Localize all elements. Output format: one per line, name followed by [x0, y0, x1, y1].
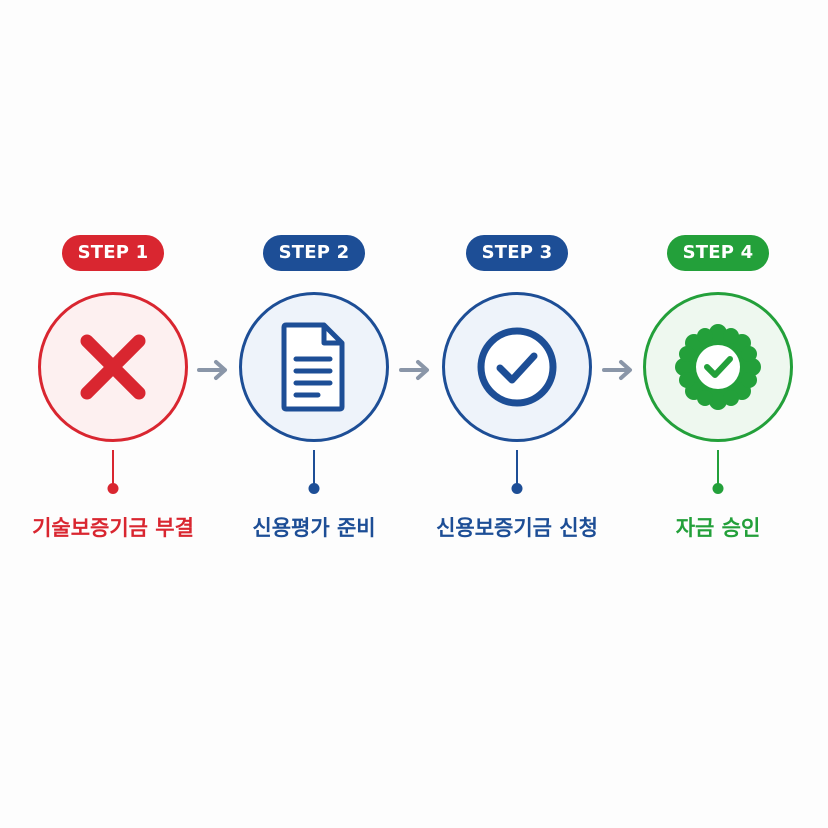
connector-stem	[516, 450, 518, 486]
step-label: 자금 승인	[675, 516, 761, 540]
connector-dot	[712, 483, 724, 494]
connector-dot	[107, 483, 119, 494]
step-label: 신용보증기금 신청	[436, 516, 598, 540]
step-badge: STEP 2	[263, 235, 365, 271]
step-2: STEP 2 신용평가 준비	[224, 0, 404, 828]
step-1-circle	[38, 292, 188, 442]
step-badge: STEP 4	[667, 235, 769, 271]
document-icon	[281, 322, 345, 412]
step-label: 기술보증기금 부결	[32, 516, 194, 540]
step-3-circle	[442, 292, 592, 442]
arrow-right-icon	[602, 360, 632, 380]
connector-stem	[112, 450, 114, 486]
connector-dot	[308, 483, 320, 494]
arrow-right-icon	[197, 360, 227, 380]
step-badge: STEP 3	[466, 235, 568, 271]
step-label: 신용평가 준비	[252, 516, 376, 540]
x-mark-icon	[80, 334, 146, 400]
check-circle-icon	[477, 327, 557, 407]
arrow-right-icon	[399, 360, 429, 380]
step-1: STEP 1 기술보증기금 부결	[23, 0, 203, 828]
connector-stem	[717, 450, 719, 486]
step-2-circle	[239, 292, 389, 442]
step-4-circle	[643, 292, 793, 442]
step-3: STEP 3 신용보증기금 신청	[427, 0, 607, 828]
step-badge: STEP 1	[62, 235, 164, 271]
connector-stem	[313, 450, 315, 486]
approval-seal-icon	[675, 324, 761, 410]
step-4: STEP 4 자금 승인	[628, 0, 808, 828]
connector-dot	[511, 483, 523, 494]
